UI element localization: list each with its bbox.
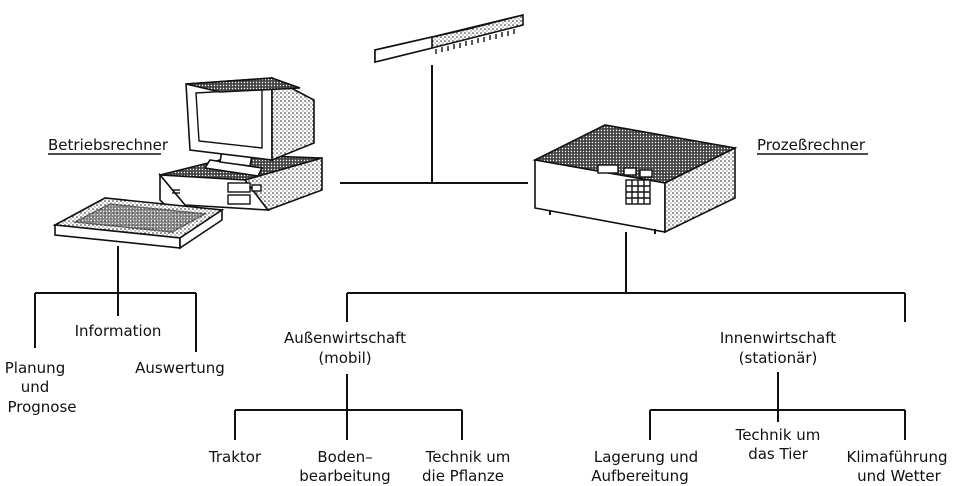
label-technik-pflanze-2: die Pflanze: [422, 467, 504, 485]
label-traktor: Traktor: [208, 448, 262, 466]
label-klimafuehrung: Klimaführung: [847, 448, 948, 466]
process-computer-icon: [535, 125, 735, 234]
label-lagerung: Lagerung und: [594, 448, 698, 466]
label-technik-tier-1: Technik um: [735, 426, 821, 444]
label-information: Information: [75, 322, 162, 340]
label-und-wetter: und Wetter: [857, 467, 941, 485]
label-prozessrechner: Prozeßrechner: [757, 136, 866, 154]
label-betriebsrechner: Betriebsrechner: [48, 136, 169, 154]
label-und: und: [21, 378, 50, 396]
label-technik-pflanze-1: Technik um: [425, 448, 511, 466]
desktop-computer-icon: [160, 78, 322, 225]
label-technik-tier-2: das Tier: [748, 445, 808, 463]
label-aufbereitung: Aufbereitung: [591, 467, 688, 485]
label-innenwirtschaft-stationaer: (stationär): [739, 349, 818, 367]
connection-lines: [35, 65, 905, 440]
label-planung: Planung: [5, 359, 65, 377]
labels: Betriebsrechner Prozeßrechner Informatio…: [5, 136, 948, 485]
label-aussenwirtschaft-mobil: (mobil): [318, 349, 371, 367]
label-aussenwirtschaft: Außenwirtschaft: [284, 329, 406, 347]
label-bearbeitung: bearbeitung: [299, 467, 390, 485]
label-auswertung: Auswertung: [135, 359, 225, 377]
label-prognose: Prognose: [7, 398, 76, 416]
label-boden: Boden–: [317, 448, 372, 466]
label-innenwirtschaft: Innenwirtschaft: [720, 329, 836, 347]
network-module-icon: [375, 15, 523, 62]
